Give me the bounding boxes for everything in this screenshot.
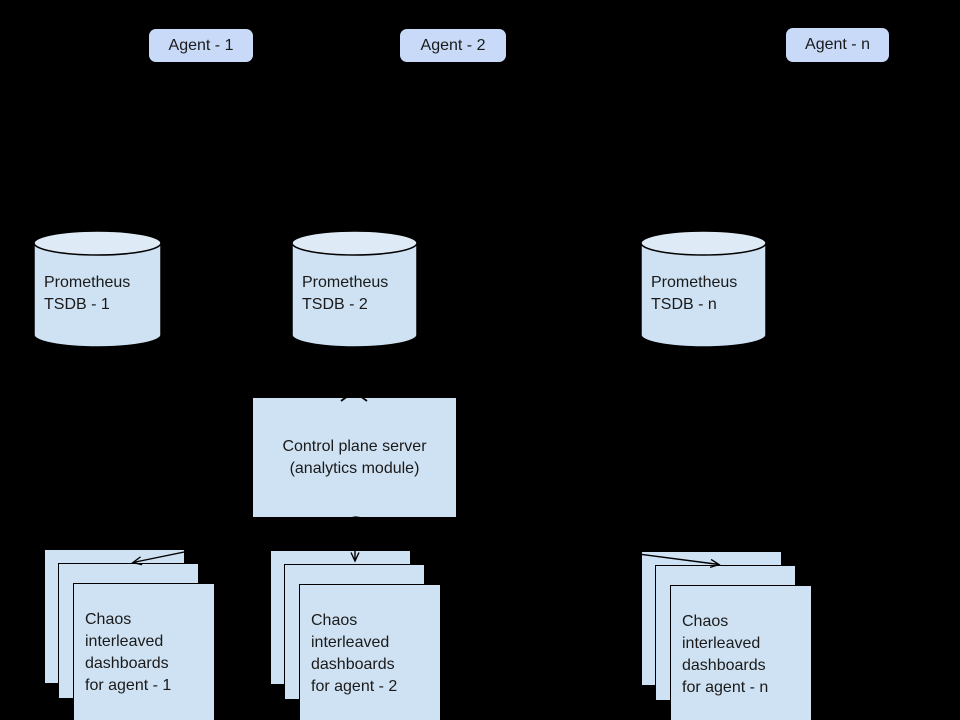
database-cylinder-icon — [291, 230, 418, 348]
agent-1-label: Agent - 1 — [168, 36, 234, 54]
agent-node-n: Agent - n — [786, 28, 889, 62]
dashboards-n-label: Chaos interleaved dashboards for agent -… — [682, 613, 769, 696]
database-cylinder-icon — [640, 230, 767, 348]
agent-node-1: Agent - 1 — [149, 29, 253, 62]
control-plane-node: Control plane server (analytics module) — [253, 398, 456, 517]
stack-sheet-front: Chaos interleaved dashboards for agent -… — [299, 584, 441, 720]
agent-n-label: Agent - n — [805, 36, 870, 53]
prometheus-tsdb-1-node: Prometheus TSDB - 1 — [33, 230, 162, 348]
dashboards-1-label: Chaos interleaved dashboards for agent -… — [85, 611, 172, 694]
agent-2-label: Agent - 2 — [420, 36, 486, 54]
stack-sheet-front: Chaos interleaved dashboards for agent -… — [670, 585, 812, 720]
prometheus-tsdb-2-label: Prometheus TSDB - 2 — [302, 274, 389, 313]
agent-node-2: Agent - 2 — [400, 29, 506, 62]
dashboards-stack-2: Chaos interleaved dashboards for agent -… — [270, 550, 442, 720]
prometheus-tsdb-1-label: Prometheus TSDB - 1 — [44, 274, 131, 313]
database-cylinder-icon — [33, 230, 162, 348]
dashboards-stack-1: Chaos interleaved dashboards for agent -… — [44, 549, 216, 720]
stack-sheet-front: Chaos interleaved dashboards for agent -… — [73, 583, 215, 720]
control-plane-label: Control plane server (analytics module) — [282, 437, 427, 477]
dashboards-2-label: Chaos interleaved dashboards for agent -… — [311, 612, 398, 695]
prometheus-tsdb-2-node: Prometheus TSDB - 2 — [291, 230, 418, 348]
prometheus-tsdb-n-node: Prometheus TSDB - n — [640, 230, 767, 348]
dashboards-stack-n: Chaos interleaved dashboards for agent -… — [641, 551, 813, 720]
prometheus-tsdb-n-label: Prometheus TSDB - n — [651, 274, 738, 313]
